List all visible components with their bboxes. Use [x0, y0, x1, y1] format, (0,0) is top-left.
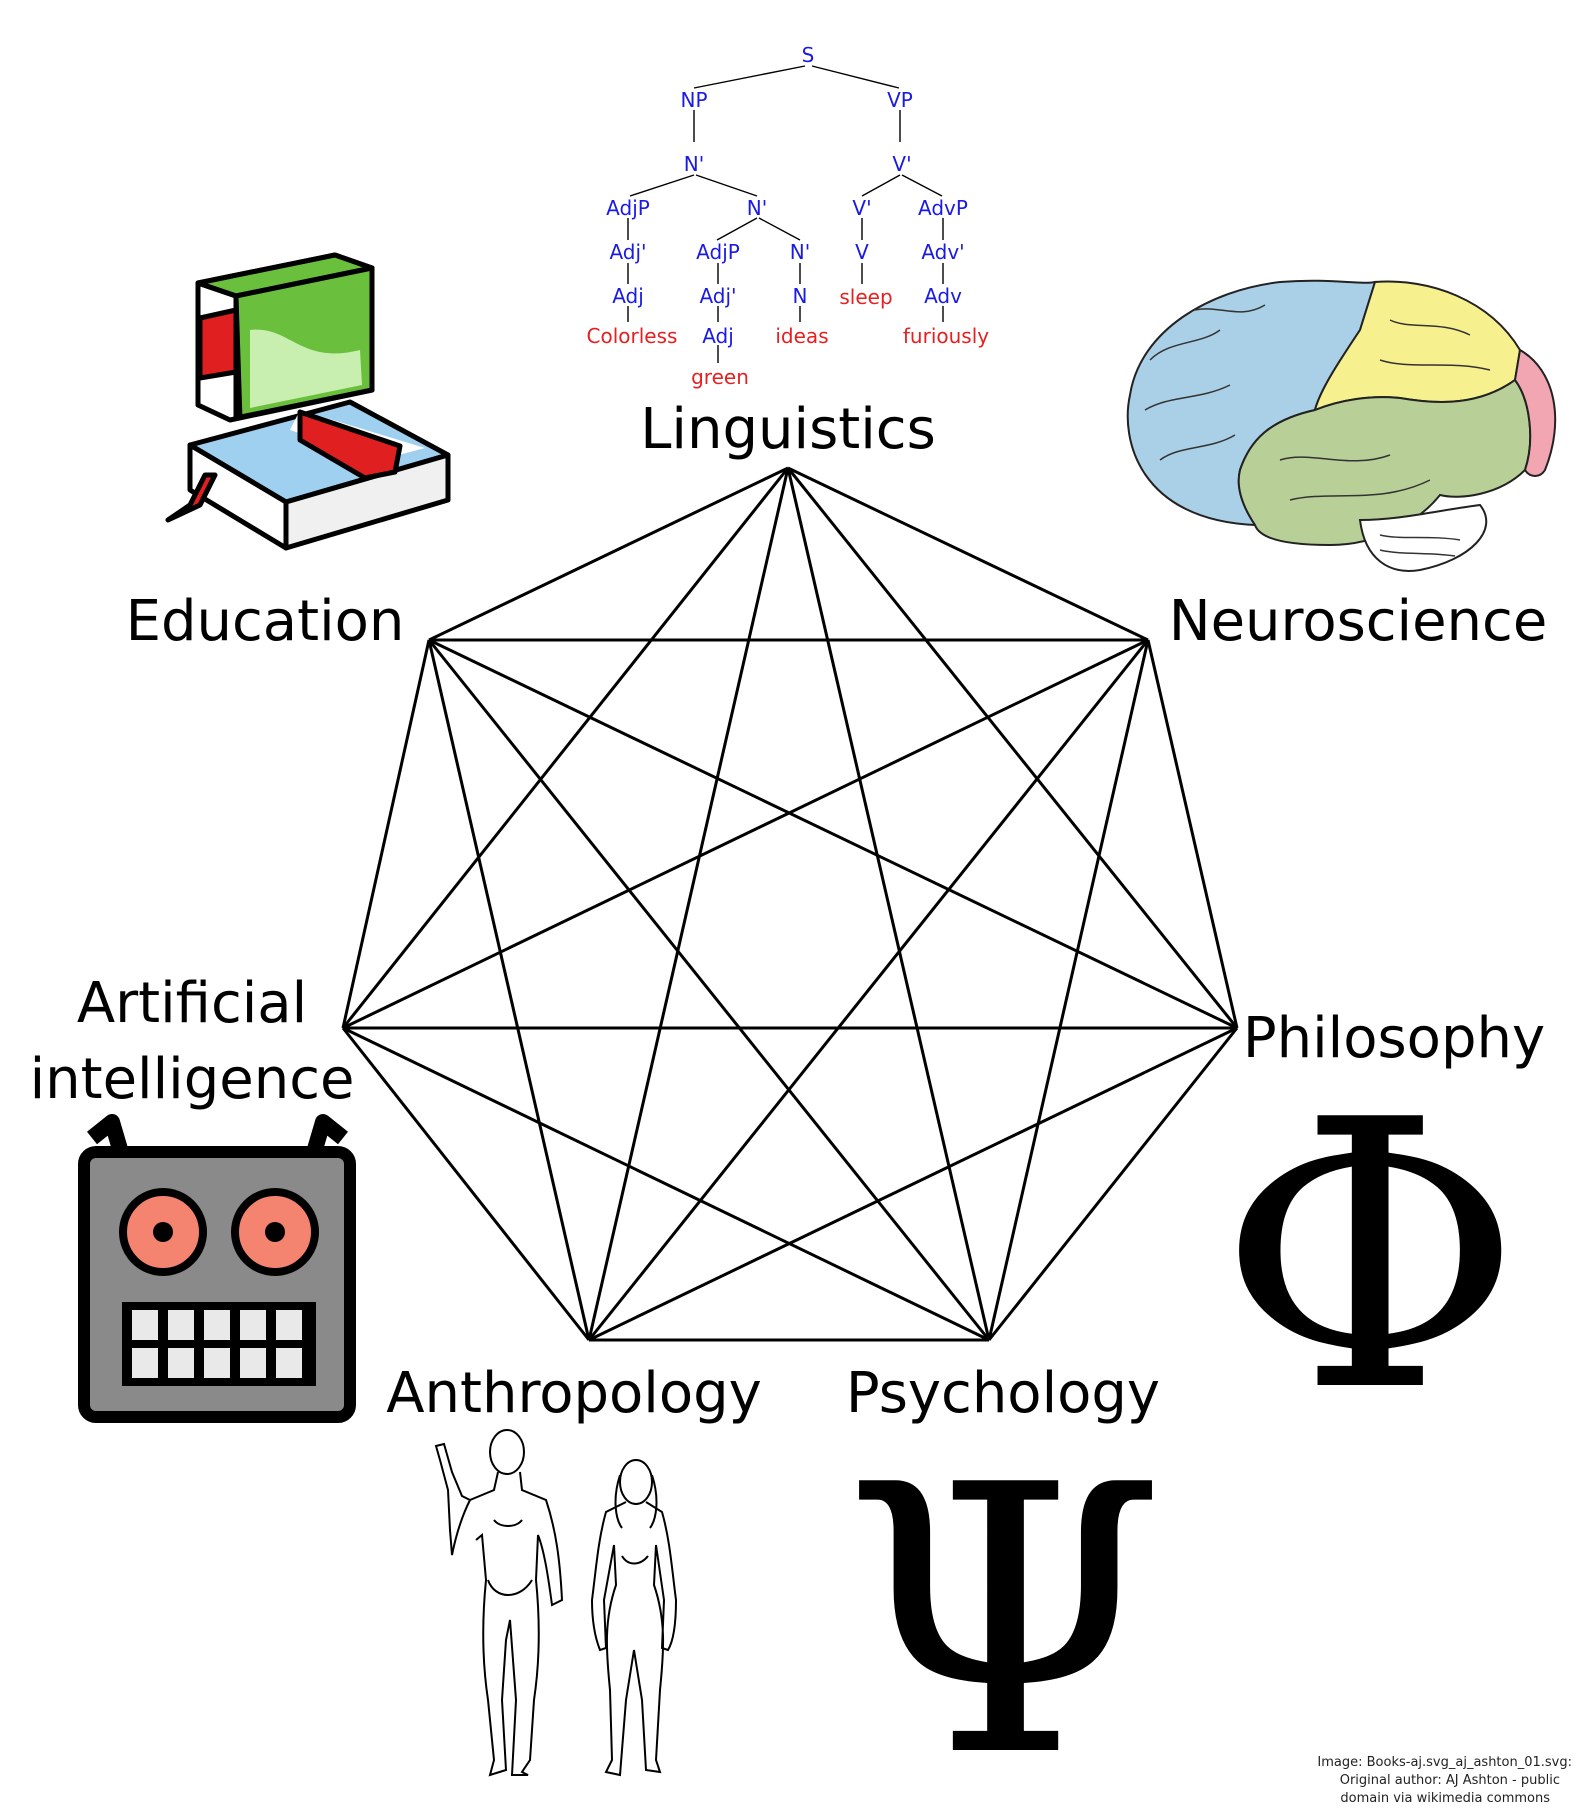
tree-word-furiously: furiously — [903, 324, 989, 348]
image-credit: Image: Books-aj.svg_aj_ashton_01.svg: Or… — [1317, 1755, 1572, 1806]
tree-node-s: S — [802, 43, 815, 67]
phi-symbol: Φ — [1218, 1043, 1521, 1473]
tree-node-advp: AdvP — [918, 196, 968, 220]
tree-word-colorless: Colorless — [587, 324, 678, 348]
connection-line — [787, 466, 1149, 642]
connection-line — [427, 639, 591, 1341]
tree-node-adj-bar: Adj' — [609, 240, 646, 264]
connection-line — [342, 1026, 990, 1342]
credit-line-3: domain via wikimedia commons — [1340, 1791, 1550, 1806]
connection-line — [1146, 639, 1239, 1029]
tree-word-sleep: sleep — [839, 285, 892, 309]
tree-node-adv-bar: Adv' — [921, 240, 964, 264]
human-figures-icon — [434, 1429, 678, 1777]
label-psychology: Psychology — [846, 1361, 1160, 1426]
tree-node-n-bar: N' — [684, 152, 704, 176]
tree-node-adv: Adv — [924, 284, 962, 308]
tree-node-n: N — [793, 284, 808, 308]
tree-word-green: green — [691, 365, 749, 389]
label-artificial-intelligence-line1: Artificial — [77, 971, 307, 1036]
connection-line — [588, 1026, 1238, 1342]
label-artificial-intelligence-line2: intelligence — [30, 1047, 355, 1112]
connection-line — [587, 639, 1150, 1341]
books-icon — [165, 252, 451, 551]
tree-node-v-bar: V' — [852, 196, 871, 220]
tree-node-n-bar: N' — [747, 196, 767, 220]
label-linguistics: Linguistics — [640, 397, 936, 462]
robot-icon — [78, 1114, 356, 1423]
connection-line — [341, 1027, 591, 1341]
tree-node-adj: Adj — [612, 284, 644, 308]
discipline-network — [341, 466, 1239, 1342]
connection-line — [987, 639, 1150, 1341]
tree-node-adjp: AdjP — [696, 240, 740, 264]
connection-line — [342, 638, 1149, 1030]
tree-word-ideas: ideas — [775, 324, 828, 348]
brain-icon — [1126, 279, 1557, 572]
tree-node-v: V — [855, 240, 869, 264]
tree-node-vp: VP — [887, 88, 913, 112]
connection-line — [786, 467, 991, 1341]
parse-tree-illustration: S NP VP N' V' AdjP N' V' AdvP Adj' AdjP … — [587, 43, 990, 389]
connection-line — [427, 639, 991, 1341]
connection-line — [341, 467, 790, 1029]
tree-node-adj-bar: Adj' — [699, 284, 736, 308]
tree-node-adjp: AdjP — [606, 196, 650, 220]
credit-line-2: Original author: AJ Ashton - public — [1340, 1773, 1560, 1788]
tree-node-adj: Adj — [702, 324, 734, 348]
tree-node-np: NP — [680, 88, 707, 112]
connection-line — [786, 467, 1239, 1029]
connection-line — [341, 639, 431, 1029]
tree-node-n-bar: N' — [790, 240, 810, 264]
connection-line — [428, 466, 789, 642]
tree-node-v-bar: V' — [892, 152, 911, 176]
connection-line — [428, 638, 1238, 1030]
label-anthropology: Anthropology — [386, 1361, 762, 1426]
label-neuroscience: Neuroscience — [1169, 589, 1548, 654]
psi-symbol: Ψ — [842, 1408, 1166, 1809]
label-education: Education — [126, 589, 405, 654]
credit-line-1: Image: Books-aj.svg_aj_ashton_01.svg: — [1317, 1755, 1572, 1770]
connection-line — [587, 467, 790, 1341]
label-philosophy: Philosophy — [1243, 1006, 1545, 1071]
connection-line — [987, 1027, 1239, 1341]
